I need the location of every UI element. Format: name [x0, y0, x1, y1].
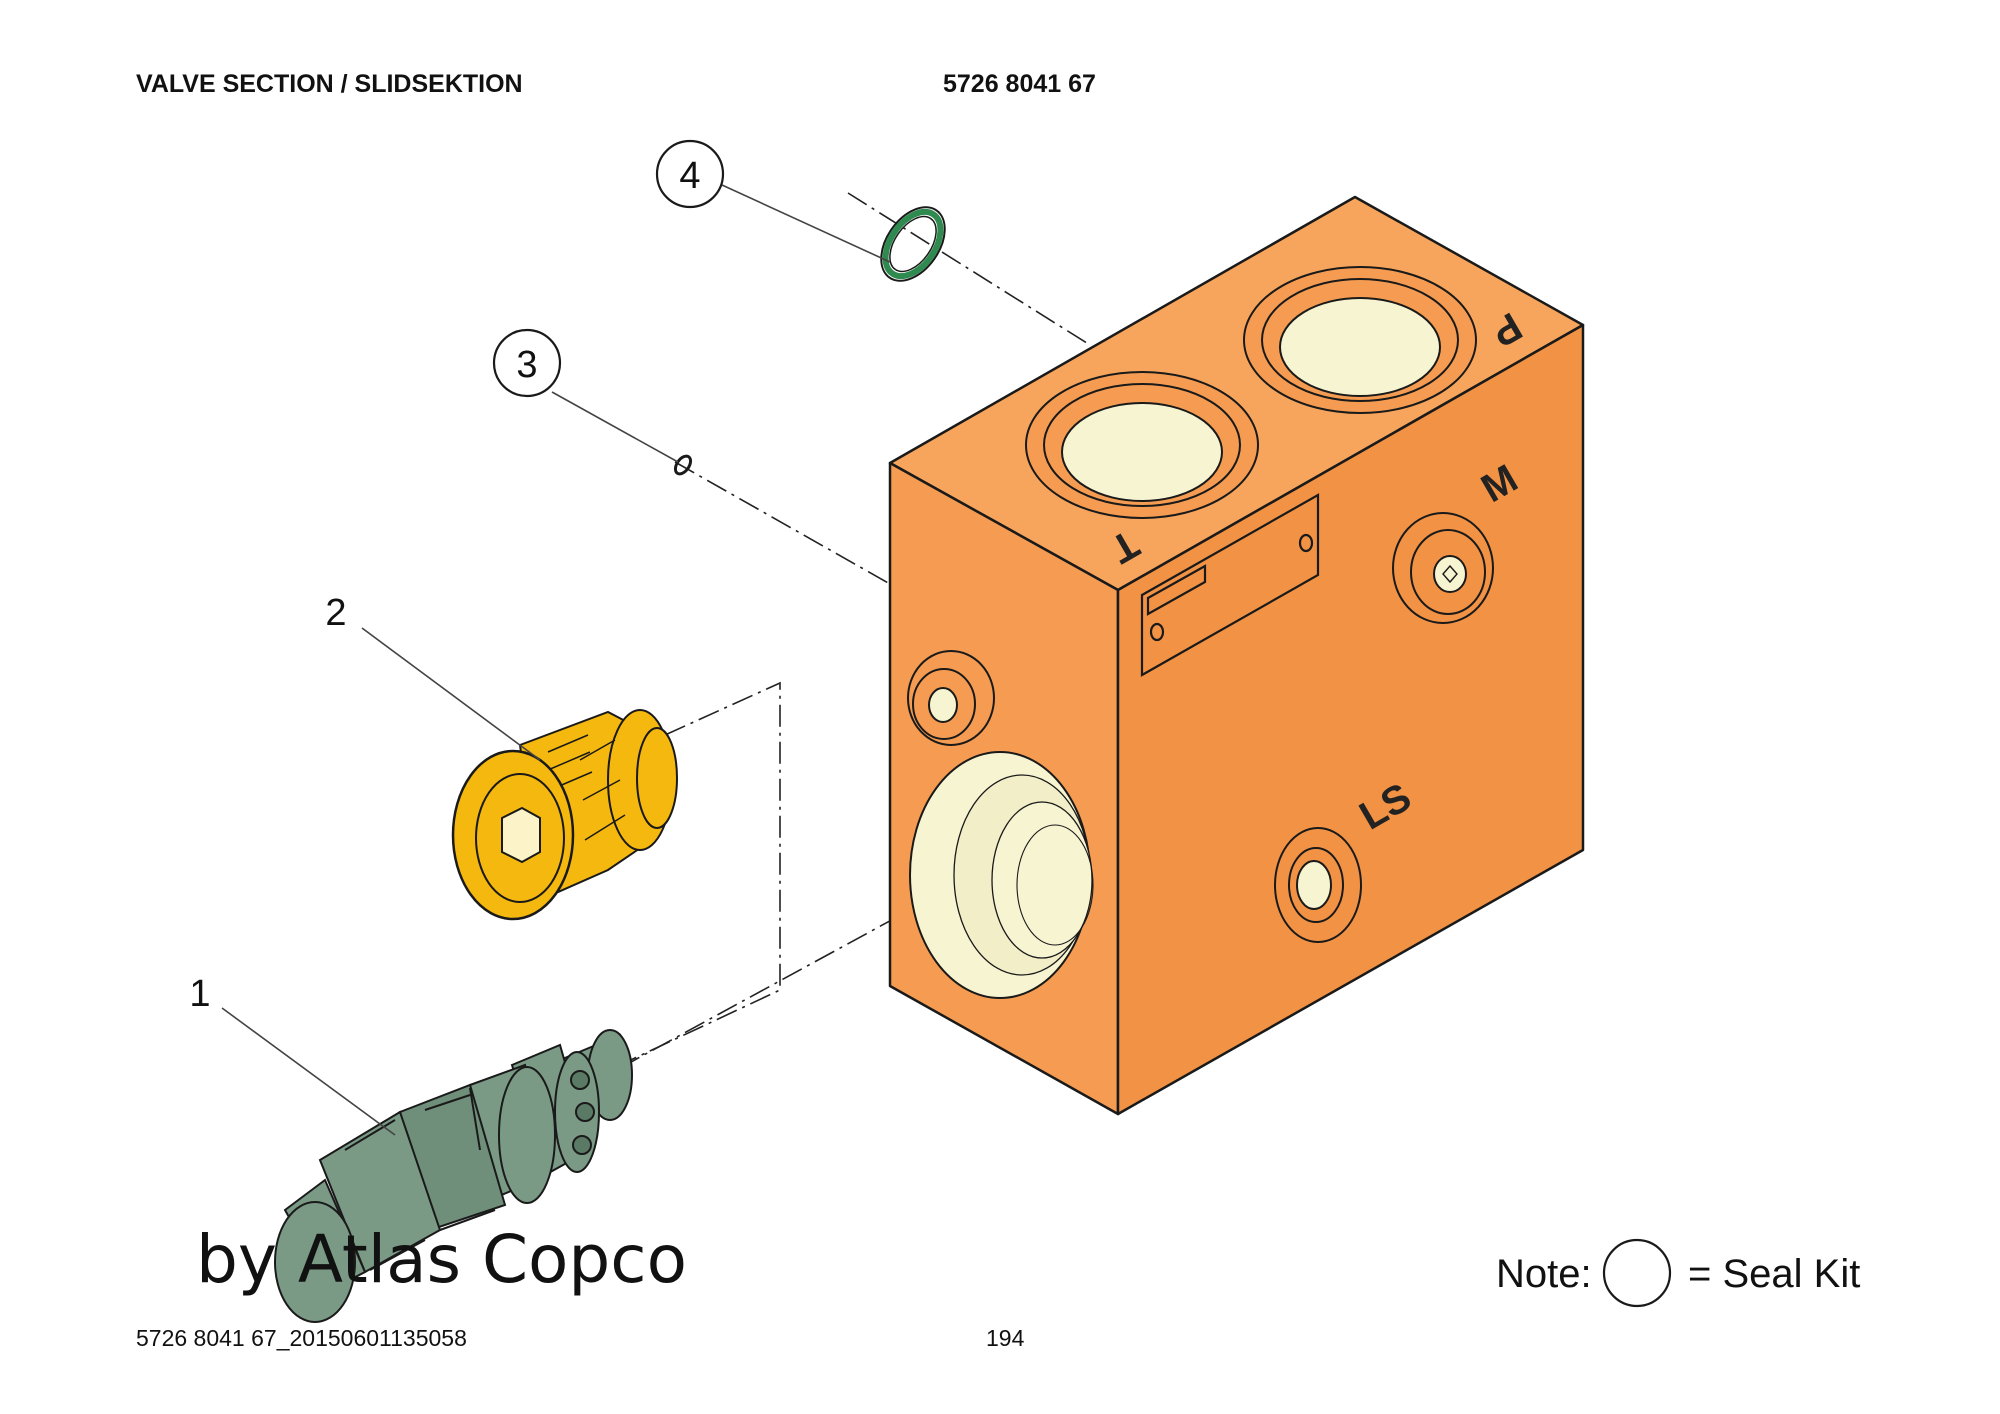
- leader-lines: [221, 184, 891, 1136]
- port-m: [1392, 512, 1494, 624]
- callout-1: 1: [189, 973, 210, 1015]
- port-p: [1243, 266, 1477, 414]
- cartridge-bore: [909, 751, 1094, 999]
- o-ring-item-4: [880, 206, 946, 282]
- callout-circle-4: [655, 139, 725, 209]
- name-plate: [1140, 493, 1320, 677]
- seal-kit-symbol: [1602, 1238, 1672, 1308]
- callout-3: 3: [516, 344, 537, 386]
- watermark: by Atlas Copco: [196, 1221, 687, 1298]
- port-t: [1025, 371, 1259, 519]
- side-plug: [907, 650, 995, 746]
- callout-4: 4: [679, 155, 700, 197]
- cartridge-valve-item-1: [274, 1029, 633, 1323]
- callout-circle-3: [492, 328, 562, 398]
- part-number: 5726 8041 67: [943, 70, 1096, 98]
- page-number: 194: [986, 1325, 1025, 1351]
- section-title: VALVE SECTION / SLIDSEKTION: [136, 70, 523, 98]
- document-id: 5726 8041 67_20150601135058: [136, 1325, 467, 1351]
- plug-item-2: [451, 709, 678, 921]
- note-suffix: = Seal Kit: [1688, 1252, 1860, 1296]
- small-o-ring-item-3: [673, 454, 693, 476]
- note-prefix: Note:: [1496, 1252, 1592, 1296]
- port-ls: [1274, 827, 1362, 943]
- seal-kit-note: Note: = Seal Kit: [1496, 1238, 1860, 1308]
- callout-2: 2: [325, 592, 346, 634]
